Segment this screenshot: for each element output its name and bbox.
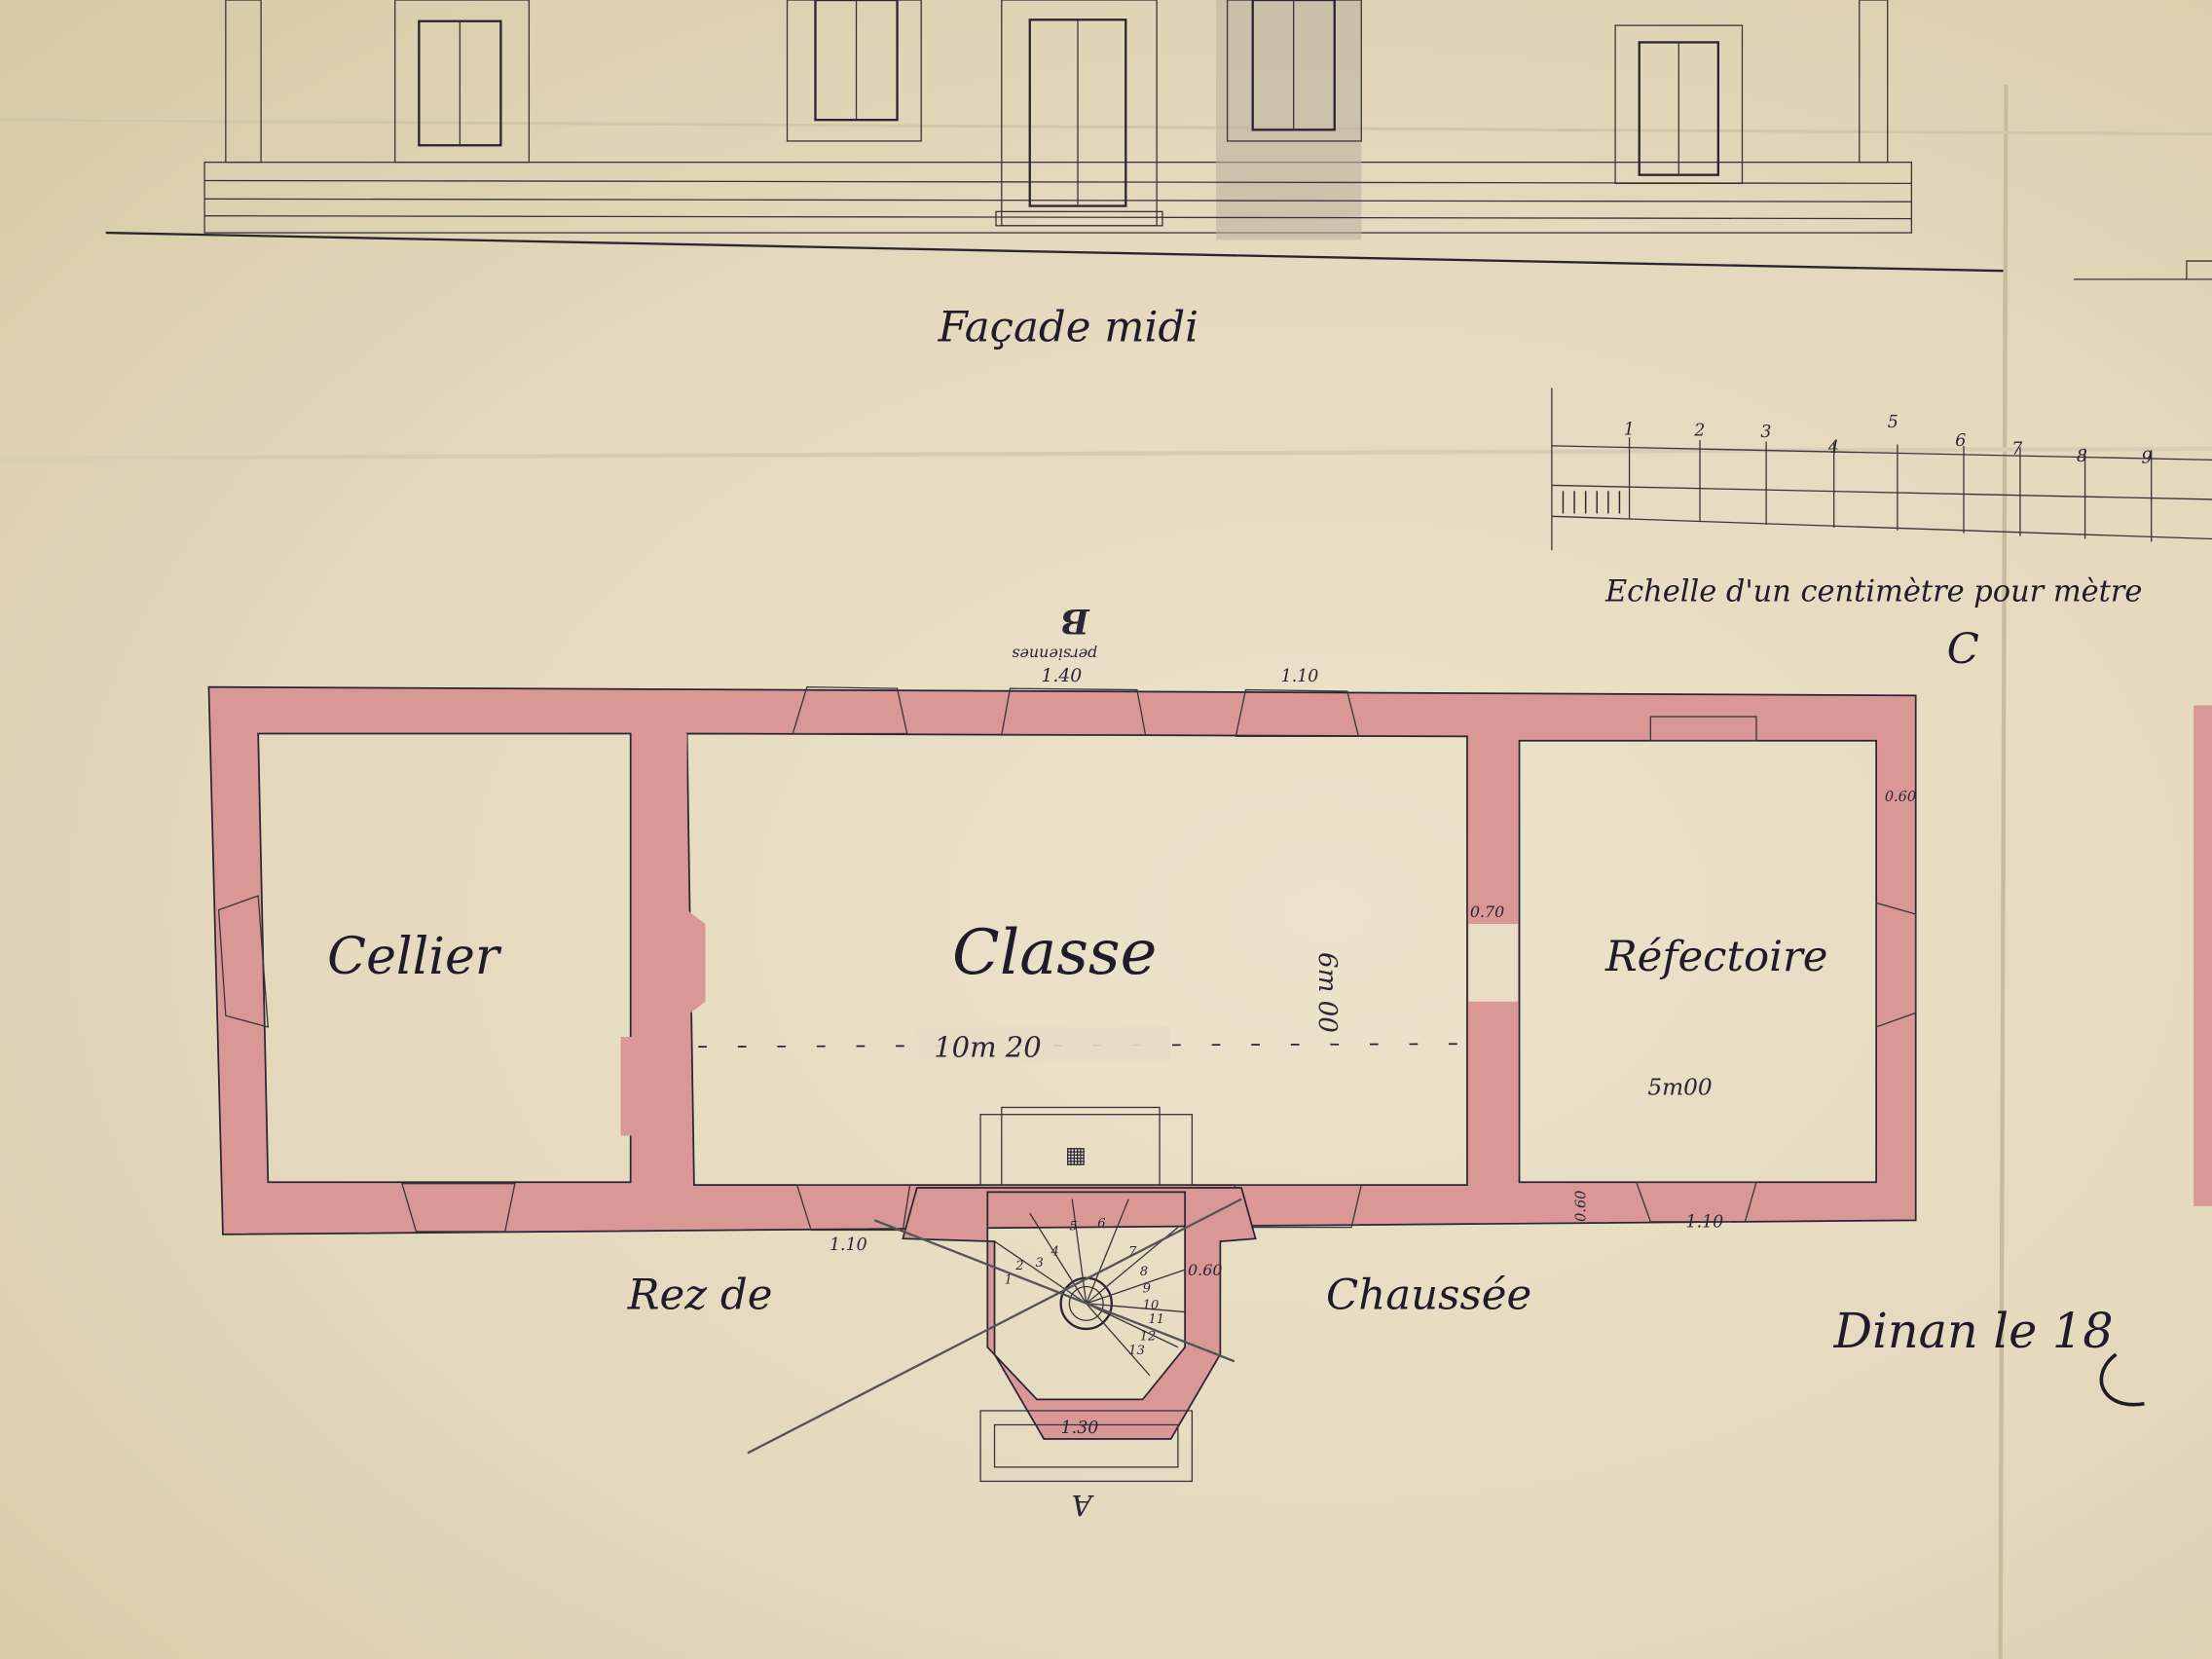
stair-step: 13 bbox=[1128, 1344, 1145, 1358]
scale-tick-label: 8 bbox=[2077, 447, 2087, 466]
scale-tick-label: 9 bbox=[2142, 448, 2153, 467]
dim-wall-060: 0.60 bbox=[1574, 1191, 1590, 1222]
scale-bar: 1 2 3 4 5 6 7 8 9 bbox=[1551, 387, 2212, 551]
stair-step: 9 bbox=[1143, 1281, 1151, 1296]
facade-window bbox=[786, 0, 922, 142]
facade-window bbox=[1614, 24, 1744, 185]
dim-classe-width: 6m 00 bbox=[1312, 952, 1342, 1033]
facade-door bbox=[995, 0, 1163, 227]
window-opening bbox=[1635, 1181, 1757, 1223]
section-mark-c: C bbox=[1947, 625, 1979, 674]
room-label-refectoire: Réfectoire bbox=[1604, 933, 1828, 981]
dim-window-bottom: 1.10 bbox=[1686, 1213, 1724, 1233]
scale-tick-label: 6 bbox=[1955, 431, 1966, 451]
window-opening bbox=[1000, 687, 1147, 736]
facade-window bbox=[394, 0, 531, 164]
scale-tick-label: 7 bbox=[2011, 440, 2023, 460]
facade-title: Façade midi bbox=[938, 304, 1199, 352]
stair-tower: ▦ bbox=[747, 1106, 1257, 1483]
room-label-classe: Classe bbox=[952, 917, 1157, 989]
paper-fold-horizontal bbox=[0, 446, 2212, 461]
scale-tick-label: 2 bbox=[1693, 422, 1705, 441]
stair-step: 8 bbox=[1140, 1265, 1148, 1279]
stair-step: 3 bbox=[1036, 1256, 1044, 1271]
stair-step: 5 bbox=[1069, 1220, 1077, 1235]
dim-stair-base: 1.30 bbox=[1061, 1419, 1099, 1438]
window-opening bbox=[1235, 688, 1360, 738]
window-opening bbox=[217, 895, 270, 1028]
section-mark-a: A bbox=[1072, 1489, 1095, 1522]
stair-step: 11 bbox=[1148, 1312, 1164, 1327]
stair-step: 2 bbox=[1014, 1259, 1023, 1273]
dim-refectoire-width: 5m00 bbox=[1647, 1074, 1712, 1100]
dimension-line bbox=[698, 1043, 1460, 1049]
dim-window-top-2: 1.10 bbox=[1281, 667, 1319, 686]
scale-tick-label: 4 bbox=[1827, 438, 1839, 458]
doorway bbox=[1468, 924, 1519, 1002]
dim-window-bottom: 1.10 bbox=[830, 1235, 867, 1255]
scale-caption: Echelle d'un centimètre pour mètre bbox=[1604, 574, 2143, 608]
scale-tick-label: 3 bbox=[1760, 423, 1771, 442]
dim-stair: 0.60 bbox=[1188, 1261, 1222, 1279]
paper-fold-vertical bbox=[1998, 84, 2009, 1659]
scale-tick-label: 1 bbox=[1624, 420, 1635, 439]
floor-plan: ▦ bbox=[207, 685, 1917, 1483]
scale-tick-label: 5 bbox=[1888, 413, 1899, 432]
stair-grille-icon: ▦ bbox=[1065, 1142, 1087, 1168]
window-note: persiennes bbox=[1012, 645, 1097, 664]
paper-fold-horizontal bbox=[0, 118, 2212, 136]
stair-step: 12 bbox=[1140, 1330, 1157, 1345]
window-opening bbox=[1875, 902, 1917, 1028]
facade-elevation bbox=[105, 0, 2212, 280]
plan-title-right: Chaussée bbox=[1326, 1272, 1531, 1320]
stair-step: 7 bbox=[1128, 1245, 1137, 1260]
adjacent-plan-wall bbox=[2194, 705, 2212, 1206]
stair-step: 10 bbox=[1143, 1299, 1160, 1313]
dim-wall-060: 0.60 bbox=[1885, 790, 1916, 805]
dim-window-top-1: 1.40 bbox=[1041, 666, 1082, 686]
room-label-cellier: Cellier bbox=[327, 928, 502, 986]
window-opening bbox=[792, 685, 908, 735]
dim-wall-070: 0.70 bbox=[1470, 903, 1504, 921]
signature-flourish bbox=[2099, 1352, 2145, 1407]
cupboard-niche bbox=[1649, 716, 1757, 742]
signature-place-date: Dinan le 18 bbox=[1833, 1303, 2114, 1359]
facade-window bbox=[1226, 0, 1362, 142]
stair-step-numbers: 1 2 3 4 5 6 7 8 9 10 11 12 13 bbox=[1005, 1217, 1164, 1358]
dim-classe-length: 10m 20 bbox=[934, 1030, 1041, 1063]
plan-title-left: Rez de bbox=[627, 1272, 773, 1320]
stair-step: 6 bbox=[1097, 1217, 1105, 1232]
section-mark-b: B bbox=[1060, 601, 1089, 641]
stair-step: 1 bbox=[1005, 1273, 1013, 1288]
stair-step: 4 bbox=[1050, 1245, 1058, 1260]
window-opening bbox=[401, 1183, 516, 1233]
